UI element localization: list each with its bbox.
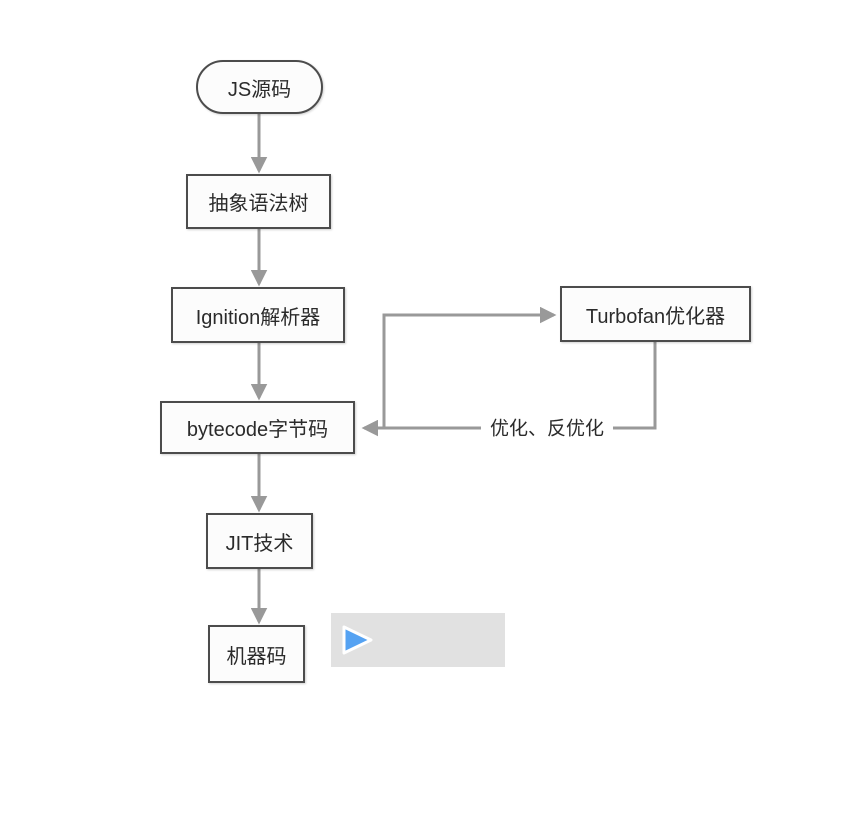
node-js-source-label: JS源码 [227,78,292,101]
edge-label-optimize-deoptimize: 优化、反优化 [480,413,614,441]
node-bytecode: bytecode字节码 [160,401,355,454]
node-machine-code: 机器码 [208,625,305,683]
node-jit-label: JIT技术 [225,532,294,555]
video-player-bar[interactable] [331,613,505,667]
play-icon[interactable] [340,624,374,656]
node-js-source: JS源码 [196,60,323,114]
node-machine-code-label: 机器码 [226,645,287,668]
node-ignition-label: Ignition解析器 [195,306,321,329]
node-turbofan: Turbofan优化器 [560,286,751,342]
node-bytecode-label: bytecode字节码 [186,419,329,441]
node-ignition: Ignition解析器 [171,287,345,343]
node-ast-label: 抽象语法树 [208,193,309,215]
arrow-bytecode-to-turbofan [382,306,557,428]
node-jit: JIT技术 [206,513,313,569]
node-ast: 抽象语法树 [186,174,331,229]
node-turbofan-label: Turbofan优化器 [585,305,726,328]
